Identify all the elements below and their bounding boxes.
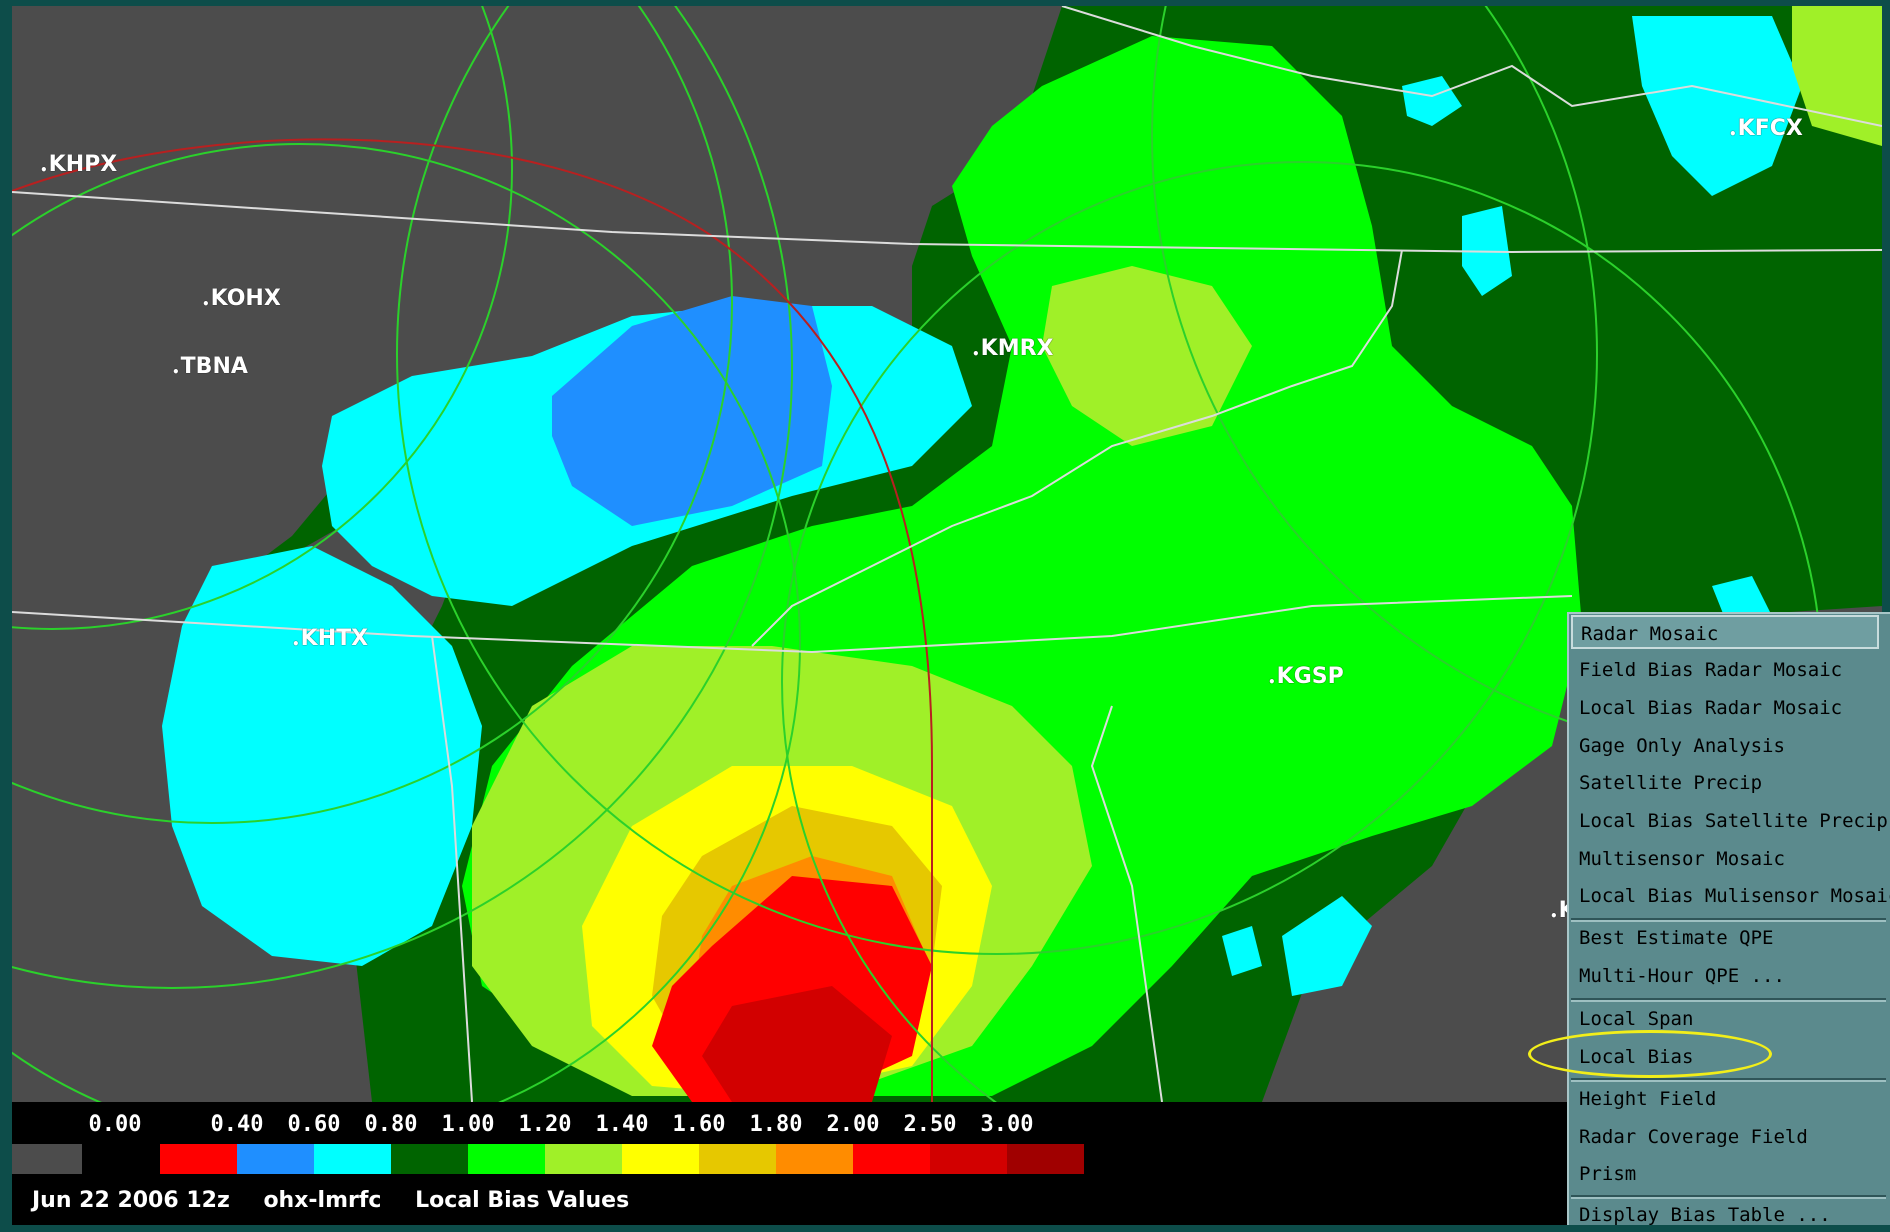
- region-blue: [552, 296, 832, 526]
- legend-tick: 2.50: [903, 1112, 957, 1137]
- menu-item-height-field[interactable]: Height Field: [1579, 1088, 1717, 1110]
- legend-swatch: [853, 1144, 930, 1174]
- legend-swatch: [468, 1144, 545, 1174]
- bias-regions: [162, 6, 1882, 1102]
- bias-map[interactable]: KHPX KOHX TBNA KMRX KFCX KHTX KGSP K: [12, 6, 1882, 1102]
- state-boundaries: [12, 6, 1882, 1102]
- legend-tick: 2.00: [826, 1112, 880, 1137]
- legend-tick: 3.00: [980, 1112, 1034, 1137]
- menu-item-local-bias-multisensor-mosaic[interactable]: Local Bias Mulisensor Mosaic: [1579, 885, 1890, 907]
- region-light-green-n: [1042, 266, 1252, 446]
- legend-tick: 1.00: [441, 1112, 495, 1137]
- legend-caption: Jun 22 2006 12z ohx-lmrfc Local Bias Val…: [32, 1188, 655, 1213]
- site-label-khtx: KHTX: [292, 626, 368, 651]
- caption-site: ohx-lmrfc: [263, 1188, 382, 1213]
- legend-tick: 1.40: [595, 1112, 649, 1137]
- legend-swatch: [545, 1144, 622, 1174]
- menu-item-local-bias-radar-mosaic[interactable]: Local Bias Radar Mosaic: [1579, 697, 1843, 719]
- region-cyan-se2: [1222, 926, 1262, 976]
- legend-tick: 0.80: [364, 1112, 418, 1137]
- menu-item-multisensor-mosaic[interactable]: Multisensor Mosaic: [1579, 848, 1785, 870]
- menu-item-field-bias-radar-mosaic[interactable]: Field Bias Radar Mosaic: [1579, 659, 1843, 681]
- region-cyan-ne2: [1402, 76, 1462, 126]
- display-field-menu[interactable]: Radar Mosaic Field Bias Radar Mosaic Loc…: [1567, 612, 1890, 1226]
- menu-separator: [1571, 1078, 1886, 1082]
- menu-item-local-span[interactable]: Local Span: [1579, 1008, 1694, 1030]
- legend-tick: 1.80: [749, 1112, 803, 1137]
- menu-item-multi-hour-qpe[interactable]: Multi-Hour QPE ...: [1579, 965, 1785, 987]
- site-label-kgsp: KGSP: [1268, 664, 1344, 689]
- menu-separator: [1571, 1195, 1886, 1199]
- menu-item-local-bias-satellite-precip[interactable]: Local Bias Satellite Precip: [1579, 810, 1888, 832]
- legend-tick: 0.60: [287, 1112, 341, 1137]
- legend-swatch: [699, 1144, 776, 1174]
- color-legend: 0.00 0.40 0.60 0.80 1.00 1.20 1.40 1.60 …: [12, 1102, 1567, 1225]
- menu-item-radar-coverage-field[interactable]: Radar Coverage Field: [1579, 1126, 1808, 1148]
- region-cyan-ne: [1632, 16, 1802, 196]
- menu-separator: [1571, 998, 1886, 1002]
- legend-swatch: [930, 1144, 1007, 1174]
- legend-tick: 0.40: [210, 1112, 264, 1137]
- region-cyan-west: [162, 546, 482, 966]
- legend-swatch: [1007, 1144, 1084, 1174]
- caption-date: Jun 22 2006 12z: [32, 1188, 230, 1213]
- legend-swatch: [314, 1144, 391, 1174]
- legend-tick: 1.20: [518, 1112, 572, 1137]
- legend-tick: 1.60: [672, 1112, 726, 1137]
- region-dark-red: [702, 986, 892, 1102]
- region-cyan-se: [1282, 896, 1372, 996]
- site-label-kohx: KOHX: [202, 286, 281, 311]
- site-label-khpx: KHPX: [40, 152, 118, 177]
- legend-swatch: [160, 1144, 237, 1174]
- menu-separator: [1571, 918, 1886, 922]
- site-label-kfcx: KFCX: [1729, 116, 1803, 141]
- bias-field-svg: [12, 6, 1882, 1102]
- legend-swatch: [237, 1144, 314, 1174]
- legend-tick: 0.00: [88, 1112, 142, 1137]
- legend-swatch: [391, 1144, 468, 1174]
- menu-item-display-bias-table[interactable]: Display Bias Table ...: [1579, 1204, 1831, 1226]
- legend-swatch: [776, 1144, 853, 1174]
- legend-swatch-missing: [12, 1144, 82, 1174]
- site-label-kmrx: KMRX: [972, 336, 1054, 361]
- menu-item-radar-mosaic[interactable]: Radar Mosaic: [1571, 615, 1879, 649]
- menu-item-best-estimate-qpe[interactable]: Best Estimate QPE: [1579, 927, 1774, 949]
- menu-item-satellite-precip[interactable]: Satellite Precip: [1579, 772, 1763, 794]
- menu-item-prism[interactable]: Prism: [1579, 1163, 1637, 1185]
- legend-swatch: [622, 1144, 699, 1174]
- highlight-ellipse: [1528, 1030, 1772, 1078]
- menu-item-gage-only-analysis[interactable]: Gage Only Analysis: [1579, 735, 1785, 757]
- site-label-tbna: TBNA: [172, 354, 248, 379]
- caption-product: Local Bias Values: [415, 1188, 630, 1213]
